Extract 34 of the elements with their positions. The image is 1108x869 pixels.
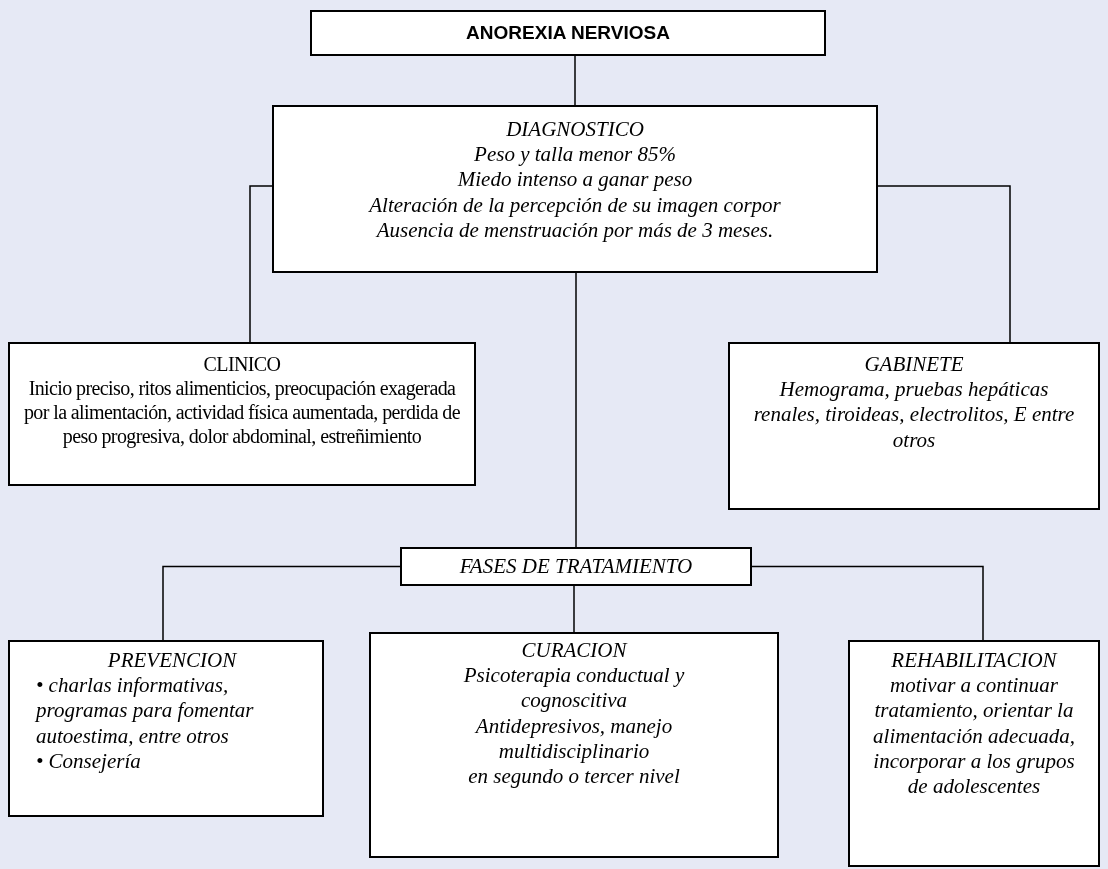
connector-line bbox=[162, 565, 401, 641]
box-text: • charlas informativas, programas para fomentar autoestima, entre otros bbox=[36, 673, 255, 749]
connector-line bbox=[249, 185, 273, 343]
box-text: ANOREXIA NERVIOSA bbox=[465, 21, 671, 45]
box-heading: DIAGNOSTICO bbox=[505, 117, 645, 143]
box-text: Alteración de la percepción de su imagen corpor bbox=[367, 192, 782, 218]
box-text: Hemograma, pruebas hepáticas renales, tiroideas, electrolitos, E entre otros bbox=[752, 377, 1076, 453]
box-text: FASES DE TRATAMIENTO bbox=[458, 553, 694, 580]
box-heading: CURACION bbox=[520, 638, 629, 664]
box-text: Inicio preciso, ritos alimenticios, preocupación exagerada por la alimentación, actividad física aumentada, perdida de peso progresiva, dolor abdominal, estreñimiento bbox=[22, 376, 462, 448]
prevention-box bbox=[8, 640, 324, 817]
connector-line bbox=[751, 565, 984, 641]
box-text: Psicoterapia conductual y cognoscitiva bbox=[462, 663, 686, 714]
box-heading: GABINETE bbox=[863, 352, 965, 378]
connector-line bbox=[575, 272, 577, 548]
box-text: Peso y talla menor 85% bbox=[473, 142, 677, 168]
title-box bbox=[310, 10, 826, 56]
lab-tests-box bbox=[728, 342, 1100, 510]
connector-line bbox=[877, 185, 1011, 343]
box-text: motivar a continuar tratamiento, orientar la alimentación adecuada, incorporar a los grupos de adolescentes bbox=[872, 673, 1076, 800]
box-text: Miedo intenso a ganar peso bbox=[456, 167, 694, 193]
clinical-box bbox=[8, 342, 476, 486]
box-heading: CLINICO bbox=[202, 352, 282, 376]
box-text: en segundo o tercer nivel bbox=[467, 763, 681, 790]
treatment-phases-box bbox=[400, 547, 752, 586]
box-heading: REHABILITACION bbox=[890, 648, 1059, 674]
box-text: • Consejería bbox=[36, 748, 142, 774]
cure-box bbox=[369, 632, 779, 858]
rehabilitation-box bbox=[848, 640, 1100, 867]
connector-line bbox=[573, 585, 575, 633]
box-text: Ausencia de menstruación por más de 3 meses. bbox=[374, 217, 775, 243]
connector-line bbox=[574, 55, 576, 106]
diagnosis-box bbox=[272, 105, 878, 273]
box-heading: PREVENCION bbox=[106, 648, 238, 674]
